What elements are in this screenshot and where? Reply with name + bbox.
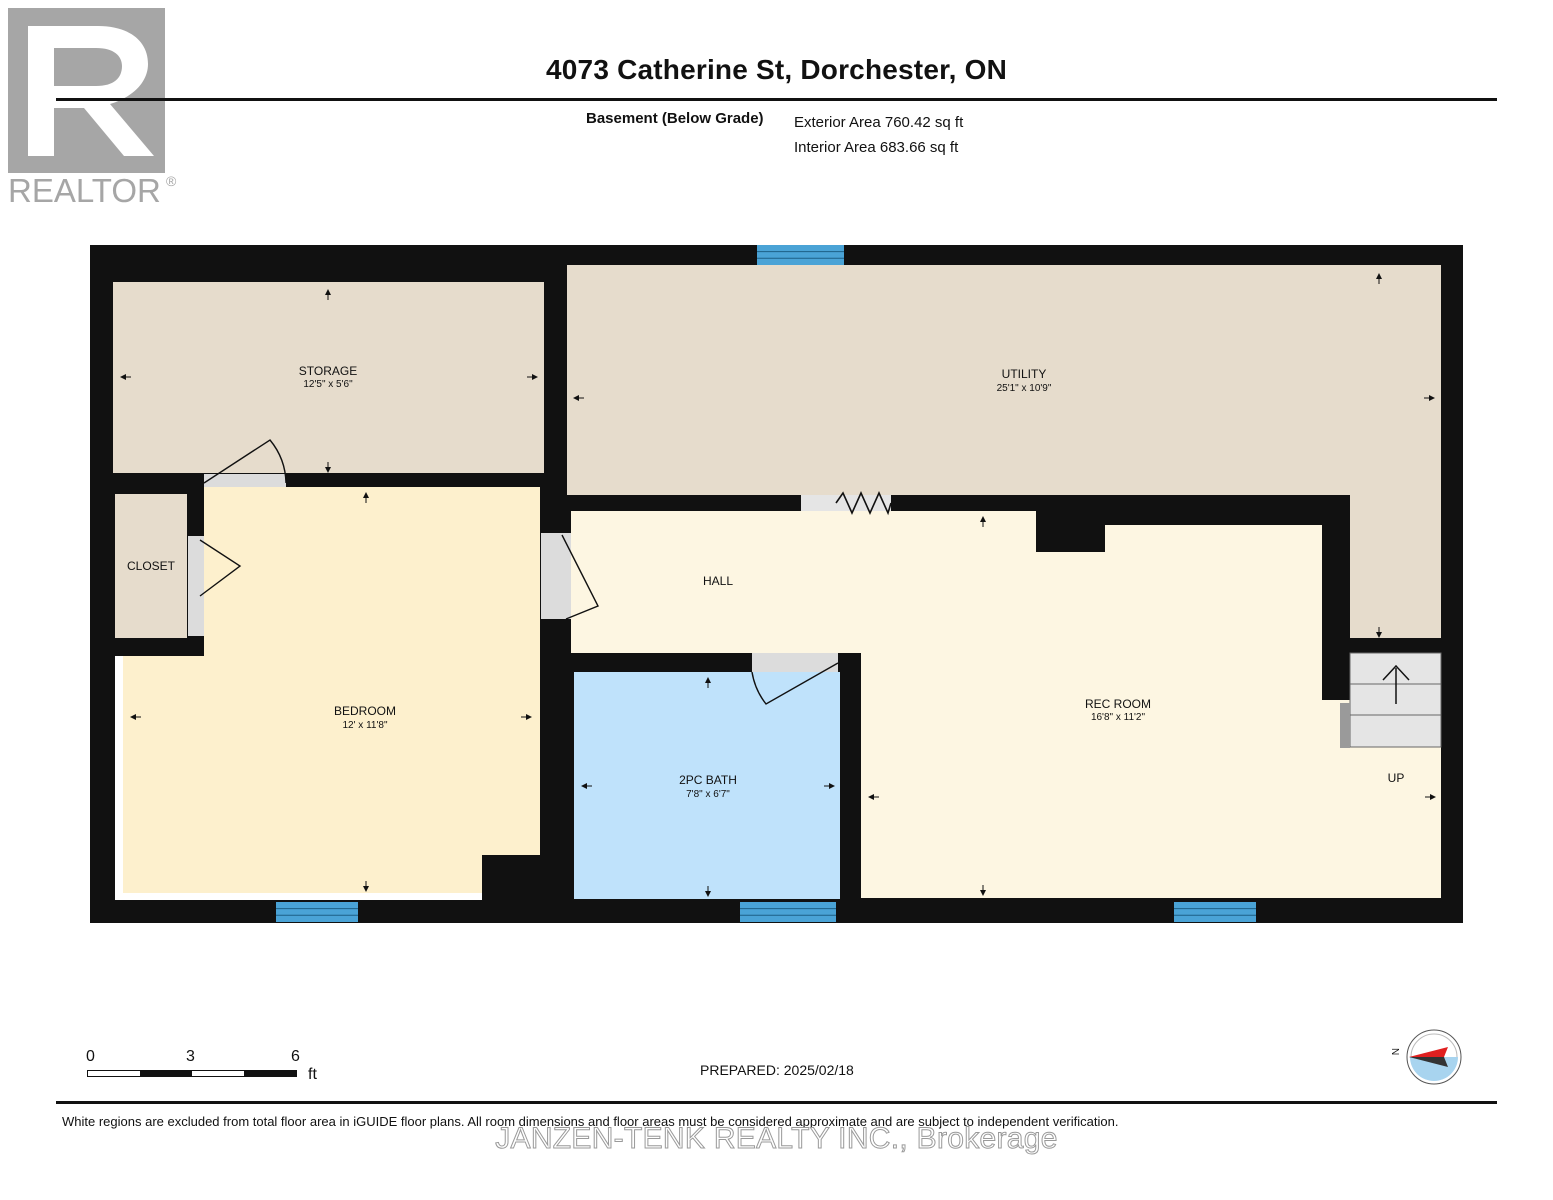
window-bath bbox=[740, 902, 836, 922]
room-bedroom bbox=[123, 487, 540, 893]
scale-segment bbox=[192, 1071, 244, 1076]
utility-dimensions: 25'1" x 10'9" bbox=[997, 383, 1052, 394]
realtor-logo-text: REALTOR bbox=[8, 172, 161, 209]
room-utility bbox=[567, 265, 1441, 638]
closet-label: CLOSET bbox=[127, 559, 176, 573]
window-bedroom bbox=[276, 902, 358, 922]
property-address-title: 4073 Catherine St, Dorchester, ON bbox=[546, 54, 1007, 85]
stairs-up-label: UP bbox=[1388, 771, 1405, 785]
brokerage-watermark: JANZEN-TENK REALTY INC., Brokerage bbox=[495, 1122, 1058, 1156]
dimension-arrows bbox=[120, 273, 1436, 897]
realtor-registered-mark: ® bbox=[166, 173, 177, 189]
room-storage bbox=[113, 282, 544, 473]
storage-dimensions: 12'5" x 5'6" bbox=[303, 379, 353, 390]
room-hall-rec bbox=[571, 511, 1441, 898]
scale-unit: ft bbox=[308, 1066, 317, 1083]
door-storage bbox=[203, 439, 287, 484]
rec-room-label: REC ROOM bbox=[1085, 697, 1151, 711]
scale-segment bbox=[140, 1071, 192, 1076]
bath-label: 2PC BATH bbox=[679, 773, 737, 787]
door-opening-storage bbox=[204, 474, 286, 487]
bedroom-label: BEDROOM bbox=[334, 704, 396, 718]
storage-label: STORAGE bbox=[299, 364, 357, 378]
floor-area-summary: Exterior Area 760.42 sq ft Interior Area… bbox=[794, 110, 963, 160]
floor-plan: STORAGE 12'5" x 5'6" UTILITY 25'1" x 10'… bbox=[90, 245, 1463, 923]
compass-north-label: N bbox=[1389, 1048, 1400, 1055]
realtor-logo: REALTOR ® bbox=[6, 6, 186, 211]
scale-segment bbox=[88, 1071, 140, 1076]
stair-arrow-head bbox=[1382, 664, 1410, 681]
floor-level-label: Basement (Below Grade) bbox=[586, 110, 764, 127]
utility-label: UTILITY bbox=[1002, 367, 1047, 381]
windows bbox=[276, 245, 1256, 922]
prepared-date: PREPARED: 2025/02/18 bbox=[700, 1062, 854, 1078]
folding-door-utility bbox=[835, 491, 892, 516]
scale-segment bbox=[244, 1071, 296, 1076]
scale-track bbox=[87, 1070, 297, 1077]
window-rec-room bbox=[1174, 902, 1256, 922]
door-bedroom bbox=[561, 534, 599, 620]
rec-room-dimensions: 16'8" x 11'2" bbox=[1091, 712, 1146, 723]
door-closet bbox=[199, 539, 242, 597]
room-closet bbox=[115, 494, 187, 638]
exterior-area: Exterior Area 760.42 sq ft bbox=[794, 114, 964, 131]
window-utility-top bbox=[757, 245, 844, 265]
door-opening-closet bbox=[188, 536, 204, 636]
disclaimer-text: White regions are excluded from total fl… bbox=[62, 1114, 1119, 1129]
scale-tick-6: 6 bbox=[291, 1048, 300, 1065]
room-bath bbox=[574, 672, 840, 899]
door-opening-utility bbox=[801, 495, 891, 511]
door-bath bbox=[751, 662, 839, 705]
bath-dimensions: 7'8" x 6'7" bbox=[686, 789, 730, 800]
scale-tick-0: 0 bbox=[86, 1048, 95, 1065]
scale-tick-3: 3 bbox=[186, 1048, 195, 1065]
header-divider bbox=[56, 98, 1497, 101]
stair-rail bbox=[1340, 703, 1350, 748]
bedroom-dimensions: 12' x 11'8" bbox=[343, 720, 388, 731]
footer-divider bbox=[56, 1101, 1497, 1104]
door-opening-bath bbox=[752, 653, 838, 672]
hall-label: HALL bbox=[703, 574, 733, 588]
door-opening-bedroom bbox=[541, 533, 571, 619]
scale-bar: 0 3 6 ft bbox=[84, 1046, 344, 1086]
compass-icon: N bbox=[1388, 1028, 1468, 1088]
interior-area: Interior Area 683.66 sq ft bbox=[794, 139, 959, 156]
